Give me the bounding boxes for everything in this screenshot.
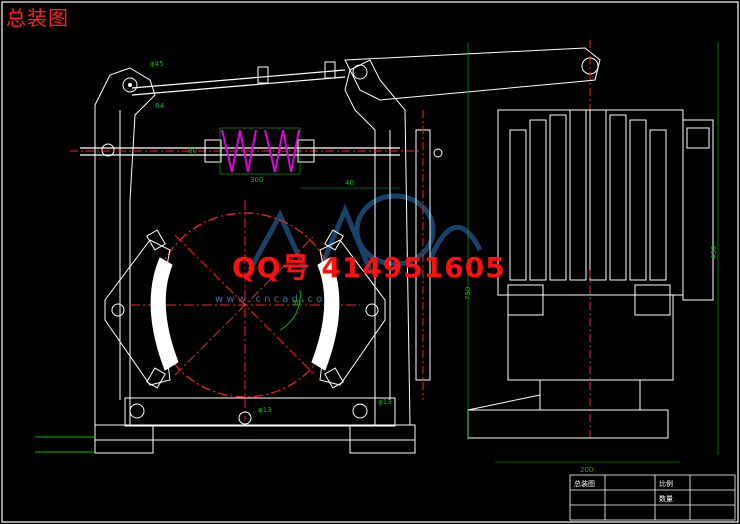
terminal-box <box>682 119 714 301</box>
watermark-url: w w w . c n c a d . c o m <box>215 294 335 305</box>
dim-arc-angle: 30° <box>292 299 304 307</box>
bottom-hole-center <box>238 411 252 425</box>
dim-bracket: 40 <box>345 179 354 187</box>
tb-r1c3: 比例 <box>659 479 673 488</box>
bottom-hole-right <box>352 403 368 419</box>
watermark-logo <box>247 193 483 272</box>
watermark-qq: QQ号 414951605 <box>232 251 506 284</box>
right-brake-lining <box>311 257 340 371</box>
center-block <box>124 397 396 427</box>
tb-r2c3: 数量 <box>659 494 673 503</box>
dim-left-vertical: 750 <box>464 287 472 300</box>
bottom-hole-left <box>129 403 145 419</box>
dim-pin-left: R4 <box>155 102 165 110</box>
left-arm-pin <box>122 77 138 93</box>
dim-motor-width: 200 <box>580 466 593 474</box>
top-tie-rod <box>131 69 346 89</box>
spring-coils <box>221 129 300 173</box>
drawing-title: 总装图 <box>6 6 69 30</box>
dim-hole-right: φ13 <box>378 398 392 406</box>
dim-spring-span: 300 <box>250 176 263 184</box>
right-arm-pin <box>352 64 368 80</box>
left-pivot <box>101 143 115 157</box>
right-brake-arm <box>344 59 411 426</box>
left-foot <box>94 424 154 454</box>
dim-hole-left: φ13 <box>258 406 272 414</box>
tb-r1c1: 总装图 <box>574 479 595 488</box>
dim-motor-height: 430 <box>710 246 718 259</box>
dim-rod-top: φ45 <box>150 60 164 68</box>
cooling-fins <box>509 109 667 281</box>
motor-base <box>467 409 669 439</box>
left-brake-lining <box>150 257 179 371</box>
dim-spring-center: 80 <box>188 147 197 155</box>
left-brake-arm <box>94 67 156 426</box>
title-block <box>569 474 736 521</box>
top-lever <box>344 47 601 101</box>
right-foot <box>349 424 416 454</box>
base-plate <box>94 424 416 441</box>
